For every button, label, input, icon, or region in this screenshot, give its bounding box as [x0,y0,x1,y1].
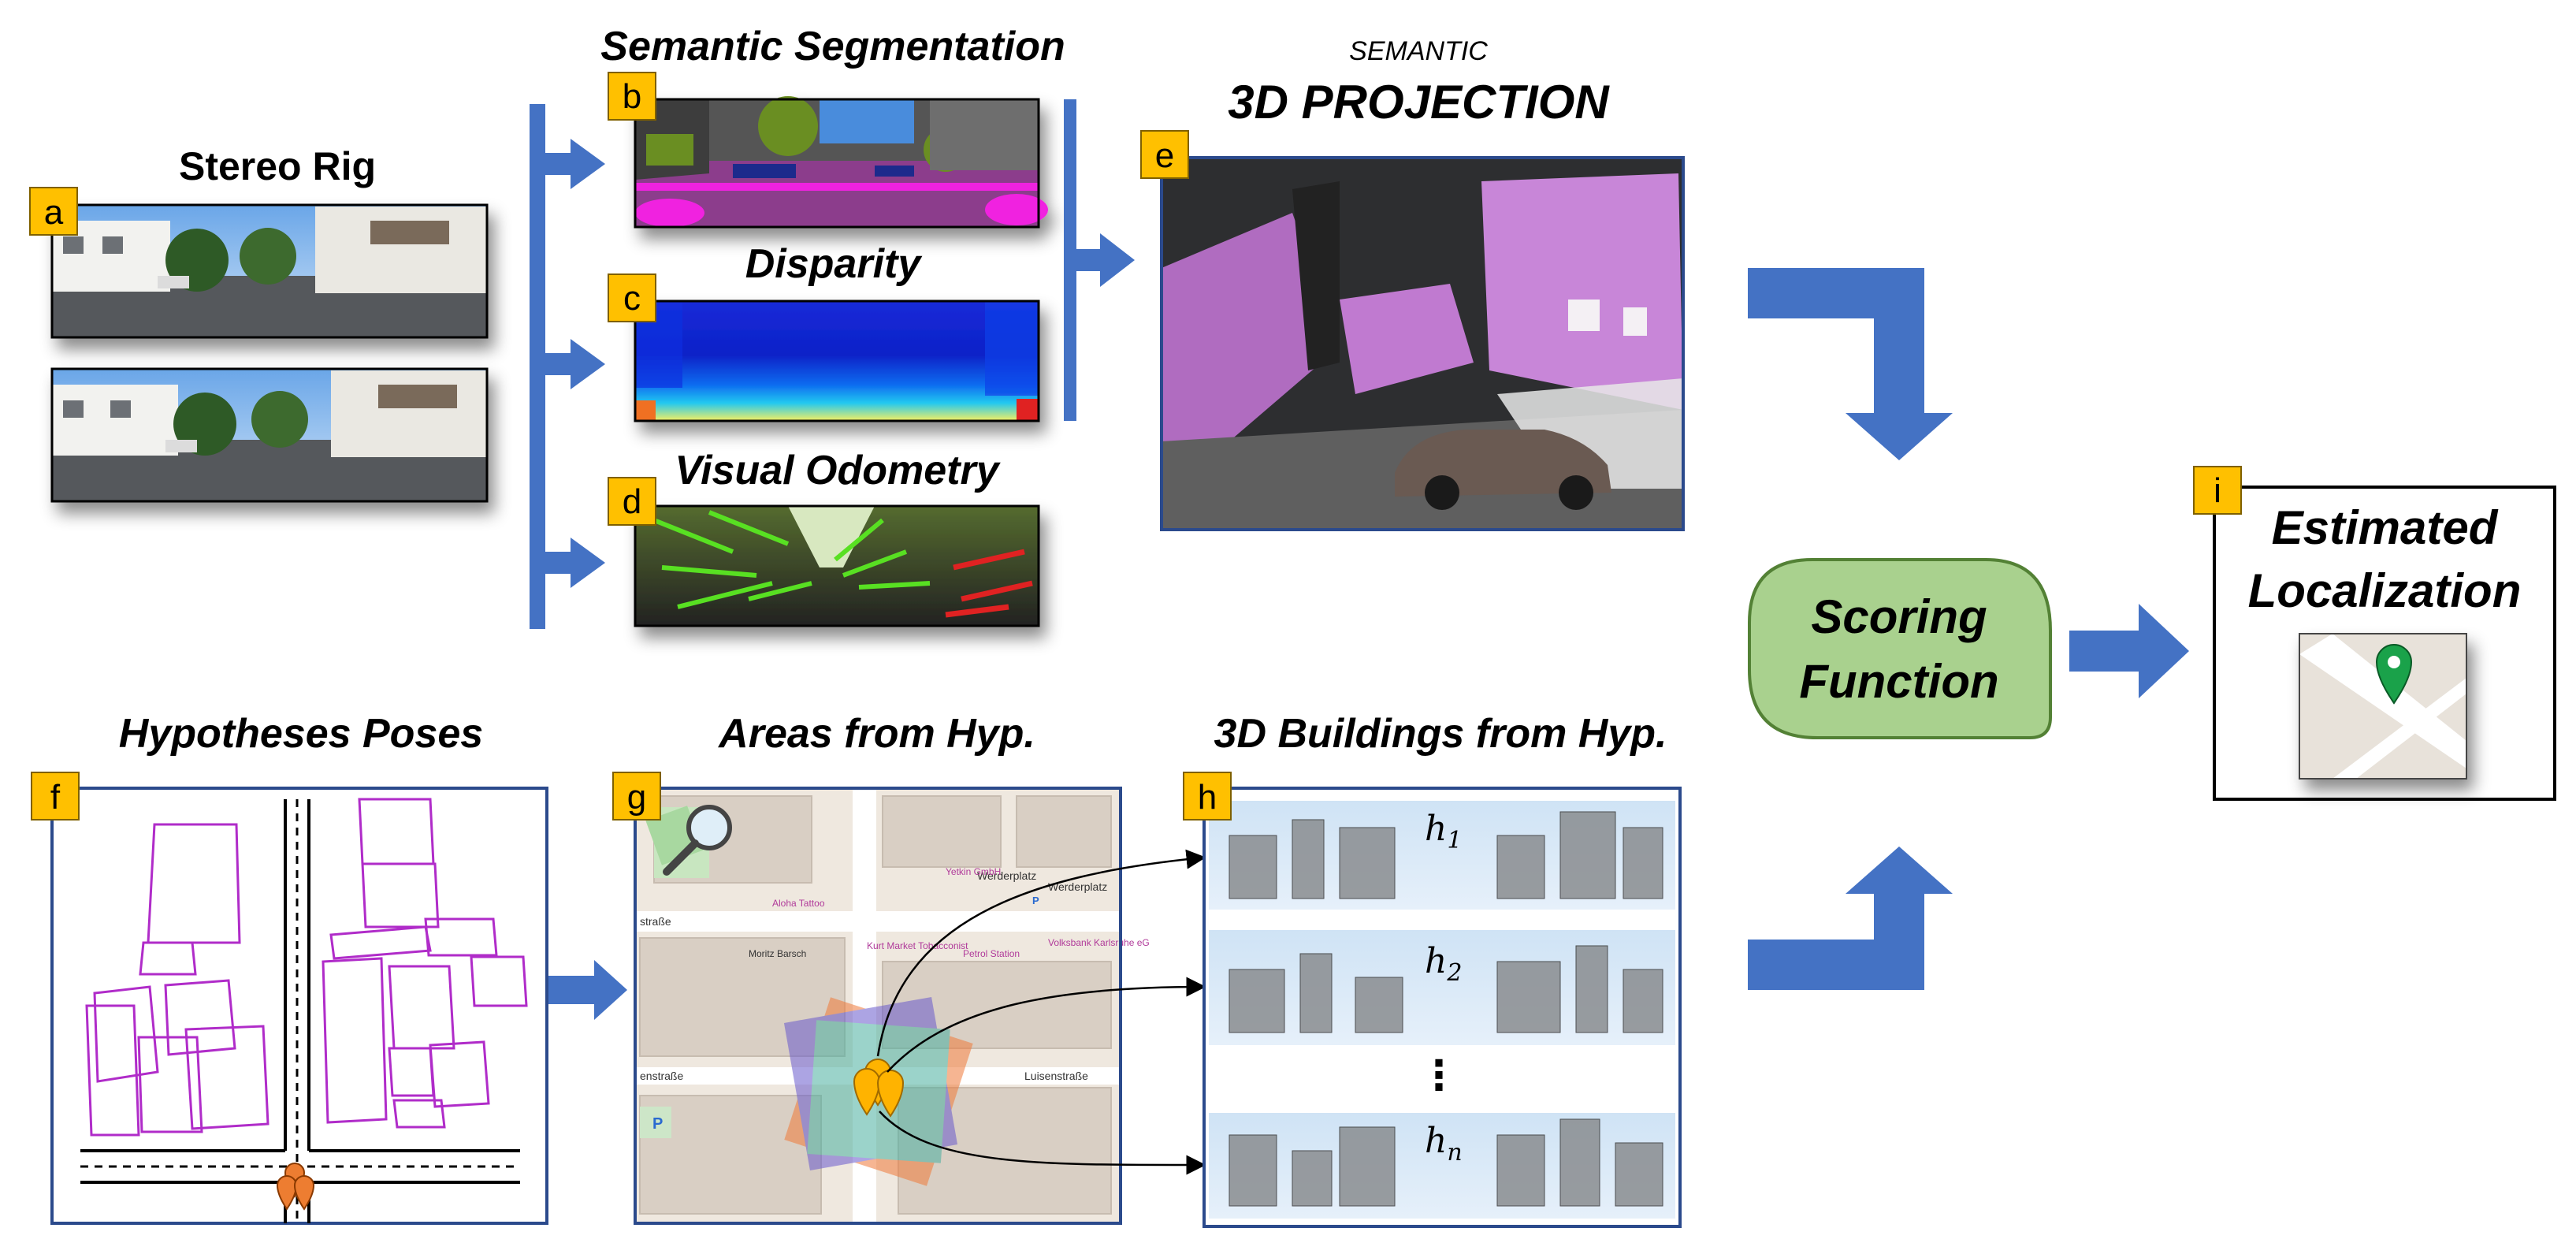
areas-map-panel: P P Werderplatz Werderplatz straße Luise… [634,787,1150,1225]
arrow-hyp-to-areas [548,960,627,1020]
luisenstrasse-left-label: enstraße [640,1070,683,1082]
werderplatz-label-2: Werderplatz [1048,880,1107,893]
svg-text:Kurt Market Tobacconist: Kurt Market Tobacconist [867,940,968,951]
parking-label: P [652,1115,663,1133]
hyp-hn-label: hn [1425,1121,1463,1167]
svg-text:h: h [1198,778,1217,817]
tag-d: d [608,477,656,526]
tag-a: a [29,187,78,236]
odometry-image [634,504,1040,627]
projection-title: 3D PROJECTION [1228,76,1610,128]
tag-i: i [2193,466,2242,515]
tag-c: c [608,273,656,322]
svg-text:c: c [623,279,641,318]
magnifier-icon [645,805,732,876]
svg-text:a: a [44,193,64,232]
stereo-right-image [50,367,489,503]
hyp-h1-label: h1 [1425,809,1462,854]
svg-text:Petrol Station: Petrol Station [963,948,1020,959]
bracket-arrow-2 [1064,99,1135,421]
strasse-label: straße [640,915,671,928]
svg-text:Volksbank Karlsruhe eG: Volksbank Karlsruhe eG [1048,937,1150,948]
svg-text:b: b [623,77,641,116]
projection-image [1160,156,1685,531]
svg-text:P: P [1032,895,1039,906]
stereo-rig-title: Stereo Rig [179,144,376,188]
svg-text:d: d [623,482,641,521]
svg-text:Moritz Barsch: Moritz Barsch [749,948,806,959]
buildings-title: 3D Buildings from Hyp. [1214,711,1667,757]
svg-text:g: g [627,778,646,817]
semseg-title: Semantic Segmentation [600,24,1065,69]
pose-pin-icons [276,1163,315,1211]
tag-b: b [608,72,656,121]
bracket-arrow-1 [530,104,605,629]
buildings-panel: h1 h2 ⋮ hn [1203,787,1682,1228]
hyp-h2-label: h2 [1425,941,1462,987]
semseg-image [634,96,1048,229]
hypothesis-pin-icons [853,1059,905,1118]
estimated-localization-box: Estimated Localization [2213,486,2556,801]
tag-f: f [31,772,80,820]
estimated-label-1: Estimated [2272,501,2499,554]
hypotheses-title: Hypotheses Poses [119,711,483,757]
arrow-down-to-scoring [1748,268,1953,460]
disparity-image [634,300,1040,422]
svg-text:f: f [50,778,61,817]
estimated-label-2: Localization [2248,564,2522,617]
hyp-ellipsis: ⋮ [1418,1052,1459,1100]
stereo-left-image [50,203,489,339]
tag-e: e [1140,130,1189,179]
svg-text:Aloha Tattoo: Aloha Tattoo [772,898,825,909]
tag-g: g [612,772,661,820]
hypotheses-panel [50,787,548,1225]
tag-h: h [1183,772,1232,820]
scoring-label-1: Scoring [1811,590,1987,643]
areas-title: Areas from Hyp. [717,711,1035,757]
svg-text:i: i [2214,471,2221,510]
luisenstrasse-label: Luisenstraße [1024,1070,1088,1082]
odometry-title: Visual Odometry [675,448,1001,493]
disparity-title: Disparity [745,241,924,287]
scoring-function-box: Scoring Function [1748,558,2052,739]
projection-small-title: SEMANTIC [1349,36,1488,66]
location-pin-icon [2375,644,2413,705]
arrow-up-to-scoring [1748,847,1953,990]
svg-text:e: e [1155,136,1174,175]
arrow-to-estimate [2069,604,2189,698]
svg-text:Yetkin GmbH: Yetkin GmbH [946,866,1001,877]
werderplatz-label-1: Werderplatz [977,869,1036,882]
hyp-curve-arrows [876,849,1206,1175]
scoring-label-2: Function [1799,655,1998,708]
